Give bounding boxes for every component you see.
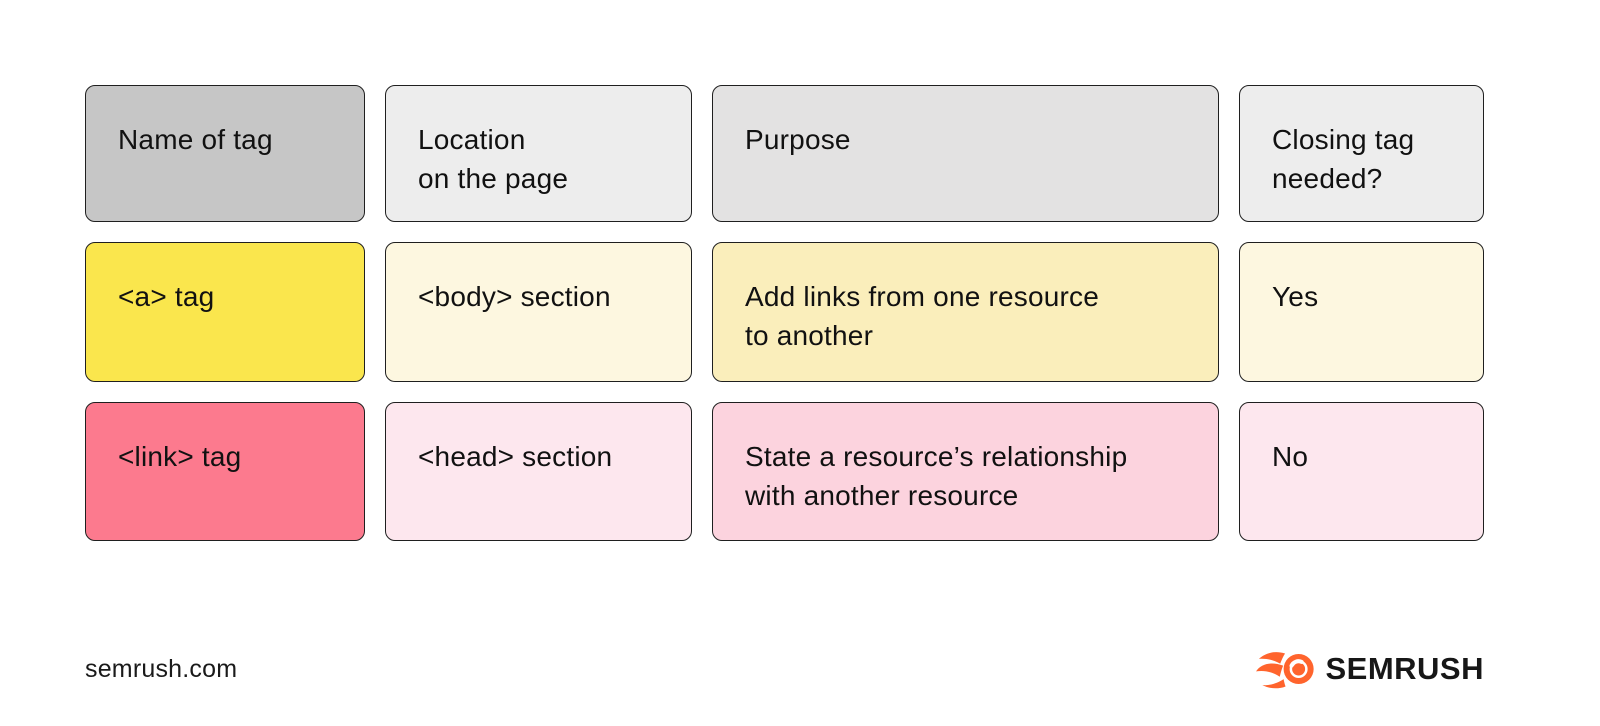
header-cell-location: Location on the page (385, 85, 692, 222)
site-url: semrush.com (85, 655, 238, 683)
comparison-table: Name of tag Location on the page Purpose… (85, 85, 1484, 541)
header-cell-closing-tag: Closing tag needed? (1239, 85, 1484, 222)
cell-a-tag-purpose: Add links from one resource to another (712, 242, 1219, 382)
header-cell-name-of-tag: Name of tag (85, 85, 365, 222)
cell-a-tag-location: <body> section (385, 242, 692, 382)
cell-link-tag-purpose: State a resource’s relationship with ano… (712, 402, 1219, 541)
cell-link-tag-name: <link> tag (85, 402, 365, 541)
cell-a-tag-name: <a> tag (85, 242, 365, 382)
semrush-logo: SEMRUSH (1256, 644, 1484, 694)
header-cell-purpose: Purpose (712, 85, 1219, 222)
semrush-comet-icon (1256, 646, 1318, 692)
cell-link-tag-location: <head> section (385, 402, 692, 541)
cell-a-tag-closing: Yes (1239, 242, 1484, 382)
semrush-wordmark: SEMRUSH (1325, 651, 1484, 686)
cell-link-tag-closing: No (1239, 402, 1484, 541)
